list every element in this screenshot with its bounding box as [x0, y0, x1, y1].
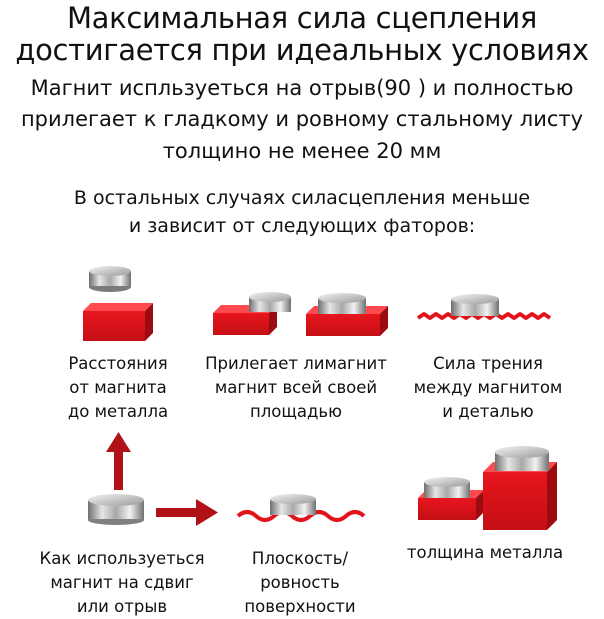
caption-metal-thickness: толщина металла — [400, 541, 570, 565]
magnet-on-rough-surface-icon — [416, 294, 552, 320]
caption-line: ровность — [260, 573, 340, 592]
subtitle-line-1: Магнит испльзуеться на отрыв(90 ) и полн… — [30, 76, 574, 100]
caption-line: и деталью — [442, 402, 534, 421]
caption-distance: Расстояния от магнита до металла — [48, 352, 188, 424]
magnet-on-wavy-surface-icon — [236, 494, 366, 522]
title-line-2: достигается при идеальных условиях — [15, 33, 589, 67]
arrow-up-icon — [106, 432, 131, 490]
caption-line: между магнитом — [413, 378, 563, 397]
caption-shear-or-pull: Как используеться магнит на сдвиг или от… — [36, 547, 208, 619]
caption-line: до металла — [67, 402, 169, 421]
intro-line-1: В остальных случаях силасцепления меньше — [73, 187, 531, 209]
intro-line-2: и зависит от следующих фаторов: — [128, 215, 476, 237]
caption-line: площадью — [249, 402, 343, 421]
title-line-1: Максимальная сила сцепления — [66, 1, 538, 35]
red-block — [83, 303, 153, 341]
magnet-shear-direction-icon — [88, 494, 218, 526]
magnet — [89, 266, 131, 292]
caption-flatness: Плоскость/ ровность поверхности — [230, 547, 370, 619]
caption-line: Расстояния — [68, 354, 168, 373]
magnet-partial-contact-icon — [213, 292, 388, 336]
magnet-above-block-icon — [83, 266, 153, 341]
subtitle-line-2: прилегает к гладкому и ровному стальному… — [20, 107, 584, 131]
caption-line: Сила трения — [433, 354, 543, 373]
caption-line: Плоскость/ — [251, 549, 349, 568]
caption-line: магнит на сдвиг — [50, 573, 194, 592]
caption-line: толщина металла — [406, 543, 564, 562]
caption-line: или отрыв — [76, 597, 168, 616]
metal-thickness-icon — [418, 446, 557, 530]
caption-line: Прилегает лимагнит — [205, 354, 387, 373]
caption-line: магнит всей своей — [214, 378, 378, 397]
caption-friction: Сила трения между магнитом и деталью — [408, 352, 568, 424]
caption-line: поверхности — [244, 597, 356, 616]
caption-contact-area: Прилегает лимагнит магнит всей своей пло… — [196, 352, 396, 424]
caption-line: Как используеться — [39, 549, 205, 568]
caption-line: от магнита — [69, 378, 167, 397]
subtitle-line-3: толщино не менее 20 мм — [162, 139, 442, 163]
